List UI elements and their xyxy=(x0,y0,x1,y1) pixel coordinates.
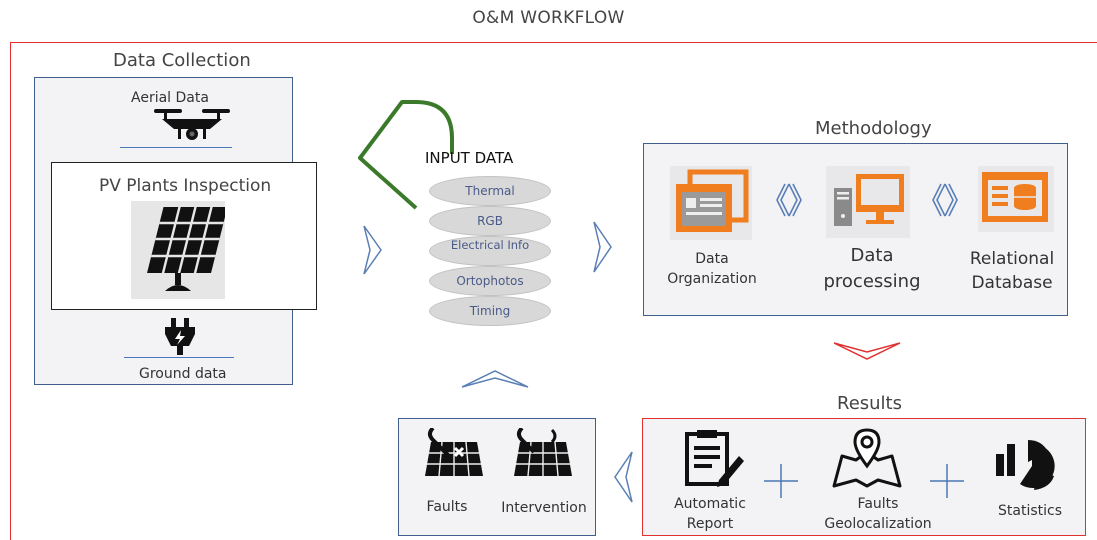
data-processing-icon xyxy=(826,166,910,238)
map-pin-icon xyxy=(832,428,902,488)
input-layer-thermal: Thermal xyxy=(429,176,551,206)
input-data-heading: INPUT DATA xyxy=(425,149,514,167)
chevron-right-icon xyxy=(363,225,382,275)
chevron-up-icon xyxy=(461,370,529,388)
data-organization-icon xyxy=(670,166,752,240)
input-layer-ortophotos: Ortophotos xyxy=(429,266,551,296)
report-icon xyxy=(685,430,744,487)
aerial-data-label: Aerial Data xyxy=(131,90,209,106)
workflow-title: O&M WORKFLOW xyxy=(472,8,625,28)
data-processing-label: Data processing xyxy=(823,245,921,292)
relational-database-icon xyxy=(978,166,1054,232)
statistics-icon xyxy=(996,440,1055,490)
chevron-down-icon xyxy=(833,342,901,360)
ground-divider xyxy=(124,357,234,358)
methodology-heading: Methodology xyxy=(815,118,932,139)
faulty-panel-icon xyxy=(425,428,483,477)
input-layer-timing: Timing xyxy=(429,296,551,326)
plug-icon xyxy=(165,318,195,355)
frame-top-border xyxy=(10,42,1097,43)
input-layer-electrical: Electrical Info xyxy=(429,236,551,266)
drone-icon xyxy=(154,109,230,140)
panel-repair-icon xyxy=(514,428,572,477)
intervention-label: Intervention xyxy=(501,500,587,516)
loop-arrow-icon xyxy=(358,100,454,210)
plus-icon xyxy=(764,464,798,498)
frame-left-border xyxy=(10,42,11,540)
pv-inspection-label: PV Plants Inspection xyxy=(99,176,272,196)
solar-panel-icon xyxy=(131,201,225,299)
faults-label: Faults xyxy=(426,499,468,515)
chevron-left-icon xyxy=(614,451,633,503)
aerial-divider xyxy=(120,147,232,148)
bidirectional-chevron-icon xyxy=(776,183,802,217)
statistics-label: Statistics xyxy=(998,503,1062,519)
data-organization-label: Data Organization xyxy=(667,251,757,287)
faults-geolocalization-label: Faults Geolocalization xyxy=(824,496,932,532)
input-layer-rgb: RGB xyxy=(429,206,551,236)
relational-database-label: Relational Database xyxy=(969,249,1055,293)
bidirectional-chevron-icon xyxy=(932,183,958,217)
plus-icon xyxy=(930,464,964,498)
results-heading: Results xyxy=(837,393,902,414)
ground-data-label: Ground data xyxy=(139,366,227,382)
automatic-report-label: Automatic Report xyxy=(674,496,746,532)
chevron-right-icon xyxy=(593,221,612,273)
data-collection-heading: Data Collection xyxy=(113,50,251,71)
